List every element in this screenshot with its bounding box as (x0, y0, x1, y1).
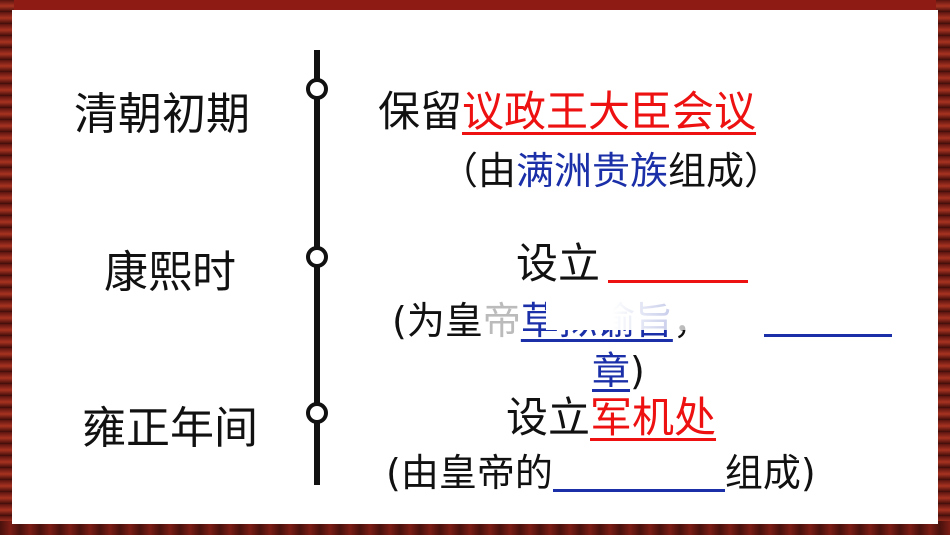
row1-note-group: 满洲贵族 (516, 149, 669, 193)
period-kangxi: 康熙时 (104, 247, 236, 298)
row2-note-mask (546, 300, 712, 330)
row3-note-close: 组成) (724, 451, 816, 495)
row3-note: (由皇帝的 组成) (386, 442, 816, 497)
row3-hidden-answer (552, 455, 725, 492)
row3-institution: 军机处 (590, 393, 717, 442)
row1-main: 保留议政王大臣会议 (378, 78, 756, 139)
row3-prefix: 设立 (506, 393, 591, 442)
row2-note-tail: 章 (592, 349, 631, 393)
row3-main: 设立军机处 (506, 384, 716, 445)
row2-main: 设立 (516, 230, 600, 291)
row1-note-close: 组成） (668, 149, 783, 193)
row2-note-close: ) (630, 349, 645, 393)
right-border-decoration (936, 0, 950, 535)
row2-note-line2: 章) (592, 340, 645, 395)
left-border-decoration (0, 0, 14, 535)
row1-note-open: （由 (440, 149, 517, 193)
row1-prefix: 保留 (378, 87, 463, 136)
timeline-node-1 (306, 78, 328, 100)
row3-note-open: (由皇帝的 (386, 451, 553, 495)
period-yongzheng: 雍正年间 (82, 403, 258, 454)
row2-note-hidden-blue (764, 300, 892, 337)
row2-hidden-answer (608, 234, 748, 283)
bottom-border-decoration (0, 521, 950, 535)
timeline-node-3 (306, 402, 328, 424)
row2-note-start: (为皇 (392, 299, 483, 343)
period-early-qing: 清朝初期 (74, 89, 250, 140)
row2-prefix: 设立 (516, 239, 601, 288)
slide-card: 清朝初期 康熙时 雍正年间 保留议政王大臣会议 （由满洲贵族组成） 设立 (为皇… (12, 10, 938, 524)
timeline-node-2 (306, 246, 328, 268)
row1-institution: 议政王大臣会议 (462, 87, 757, 136)
row2-note-faded: 帝 (482, 299, 521, 343)
row1-note: （由满洲贵族组成） (440, 140, 782, 195)
